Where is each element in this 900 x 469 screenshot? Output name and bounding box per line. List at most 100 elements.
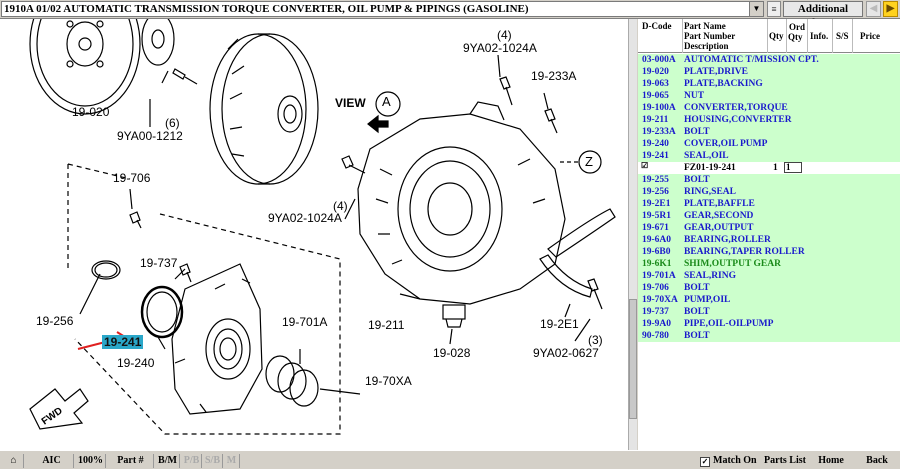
figure-select[interactable]: 1910A 01/02 AUTOMATIC TRANSMISSION TORQU…	[1, 1, 764, 17]
sb-button[interactable]: S/B	[203, 454, 223, 468]
bm-button[interactable]: B/M	[156, 454, 180, 468]
zoom-button[interactable]: 100%	[76, 454, 106, 468]
view-a-label[interactable]: A	[382, 94, 391, 109]
chevron-down-icon[interactable]: ▼	[749, 2, 763, 16]
torque-converter-shape	[209, 33, 319, 185]
callout-19-737[interactable]: 19-737	[140, 256, 178, 270]
parts-list-button[interactable]: Parts List	[764, 455, 806, 466]
header-ord: Ord	[789, 22, 806, 32]
callout-19-701a[interactable]: 19-701A	[282, 315, 328, 329]
aic-button[interactable]: AIC	[30, 454, 74, 468]
home-button[interactable]: Home	[818, 455, 844, 466]
match-on-toggle[interactable]: ✓Match On	[700, 454, 757, 468]
view-label: VIEW	[335, 96, 366, 110]
drive-plate-shape	[29, 19, 141, 115]
header-part-name: Part Name	[684, 21, 726, 31]
bottom-toolbar: ⌂ AIC 100% Part # B/M P/B S/B M ✓Match O…	[0, 450, 900, 469]
callout-qty-6: (6)	[165, 116, 180, 130]
arrow-left-icon: ◀	[869, 3, 878, 14]
pb-button[interactable]: P/B	[182, 454, 202, 468]
header-ss: S/S	[836, 31, 849, 41]
callout-19-706[interactable]: 19-706	[113, 171, 151, 185]
fwd-text: FWD	[40, 405, 65, 427]
callout-19-020[interactable]: 19-020	[72, 105, 110, 119]
checkbox-icon[interactable]: ☑	[641, 161, 649, 170]
callout-19-2e1[interactable]: 19-2E1	[540, 317, 579, 331]
callout-19-241-highlighted[interactable]: 19-241	[102, 335, 144, 349]
home-icon-button[interactable]: ⌂	[4, 454, 24, 468]
top-toolbar: 1910A 01/02 AUTOMATIC TRANSMISSION TORQU…	[0, 0, 900, 29]
part-number-button[interactable]: Part #	[108, 454, 154, 468]
callout-19-256[interactable]: 19-256	[36, 314, 74, 328]
list-button[interactable]: ≡	[767, 1, 781, 17]
callout-qty-4-left: (4)	[333, 199, 348, 213]
callout-9ya00-1212[interactable]: 9YA00-1212	[117, 129, 183, 143]
nav-back-button[interactable]: ◀	[866, 1, 881, 17]
header-qty: Qty	[769, 31, 784, 41]
checkbox-icon[interactable]: ✓	[700, 457, 710, 467]
callout-19-028[interactable]: 19-028	[433, 346, 471, 360]
header-price: Price	[860, 31, 880, 41]
view-z-label[interactable]: Z	[585, 154, 593, 169]
header-part-number: Part Number	[684, 31, 736, 41]
callout-9ya02-0627[interactable]: 9YA02-0627	[533, 346, 599, 360]
parts-table: D-Code Part Name Part Number Description…	[638, 19, 900, 450]
scrollbar-thumb[interactable]	[629, 299, 637, 419]
diagram-scrollbar[interactable]	[628, 19, 637, 450]
list-icon: ≡	[771, 4, 777, 14]
order-qty-input[interactable]: 1	[784, 162, 802, 173]
header-description: Description	[684, 41, 729, 51]
figure-title: 1910A 01/02 AUTOMATIC TRANSMISSION TORQU…	[4, 3, 529, 15]
callout-19-211[interactable]: 19-211	[368, 318, 405, 332]
callout-qty-4-top: (4)	[497, 28, 512, 42]
callout-9ya02-1024a-left[interactable]: 9YA02-1024A	[268, 211, 342, 225]
converter-housing-shape	[357, 101, 566, 305]
diagram-drawing: FWD	[29, 19, 616, 435]
callout-19-233a[interactable]: 19-233A	[531, 69, 577, 83]
arrow-right-icon: ▶	[886, 3, 895, 14]
callout-9ya02-1024a-top[interactable]: 9YA02-1024A	[463, 41, 537, 55]
selected-qty: 1	[773, 163, 778, 173]
exploded-diagram[interactable]: FWD 19-020 (6) 9YA00-1212 (4) 9YA02-1024…	[0, 19, 636, 450]
nav-forward-button[interactable]: ▶	[883, 1, 898, 17]
callout-19-240[interactable]: 19-240	[117, 356, 155, 370]
oil-pump-shape	[171, 263, 263, 415]
selected-part-row[interactable]: ☑ FZ01-19-241 1 1	[638, 161, 900, 174]
callout-qty-3: (3)	[588, 333, 603, 347]
m-button[interactable]: M	[224, 454, 240, 468]
parts-table-header: D-Code Part Name Part Number Description…	[638, 19, 900, 53]
header-ord-qty: Qty	[788, 32, 803, 42]
header-info: Info.	[810, 31, 829, 41]
match-on-label: Match On	[713, 455, 757, 466]
additional-reference-button[interactable]: Additional reference	[783, 1, 863, 29]
header-dcode: D-Code	[642, 21, 672, 31]
callout-19-70xa[interactable]: 19-70XA	[365, 374, 412, 388]
back-button[interactable]: Back	[866, 455, 888, 466]
house-icon: ⌂	[10, 455, 17, 466]
selected-part-number: FZ01-19-241	[684, 163, 736, 173]
